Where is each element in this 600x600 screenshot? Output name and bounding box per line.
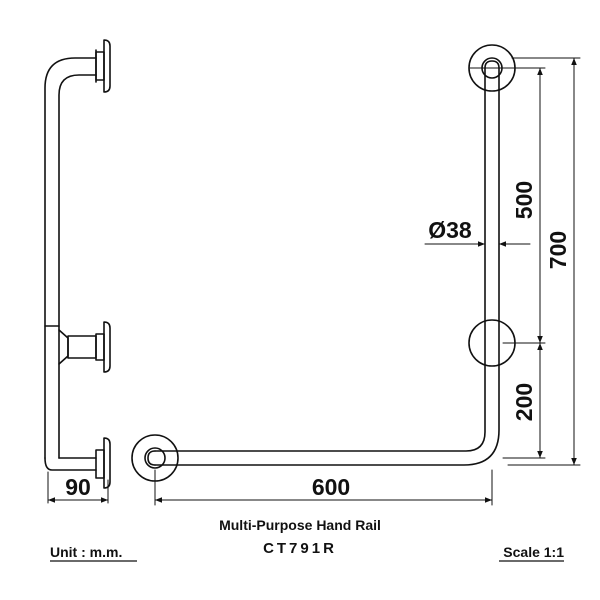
- lower-span-dimension-label: 200: [511, 383, 537, 421]
- side-rail-outer: [44, 57, 97, 459]
- unit-label: Unit : m.m.: [50, 544, 122, 560]
- side-top-flange: [95, 39, 111, 93]
- side-bottom-flange: [95, 437, 111, 489]
- front-rail-inner: [154, 67, 500, 466]
- lower-span-dimension: [502, 342, 546, 459]
- total-height-dimension: [507, 57, 581, 466]
- product-title: Multi-Purpose Hand Rail: [219, 517, 381, 533]
- depth-dimension-label: 90: [65, 474, 91, 500]
- side-depth-dimension: [47, 471, 109, 504]
- model-number: CT791R: [263, 540, 337, 557]
- diameter-dimension-label: Ø38: [428, 217, 472, 243]
- total-height-dimension-label: 700: [545, 231, 571, 269]
- width-dimension: [154, 469, 493, 506]
- front-view: [131, 44, 516, 482]
- side-middle-bracket: [44, 321, 111, 373]
- scale-label: Scale 1:1: [503, 544, 564, 560]
- front-rail-outer: [154, 67, 486, 452]
- side-view: [44, 39, 111, 489]
- upper-span-dimension-label: 500: [511, 181, 537, 219]
- side-rail-inner: [58, 74, 97, 459]
- side-rail-bottom: [44, 457, 97, 471]
- width-dimension-label: 600: [312, 474, 350, 500]
